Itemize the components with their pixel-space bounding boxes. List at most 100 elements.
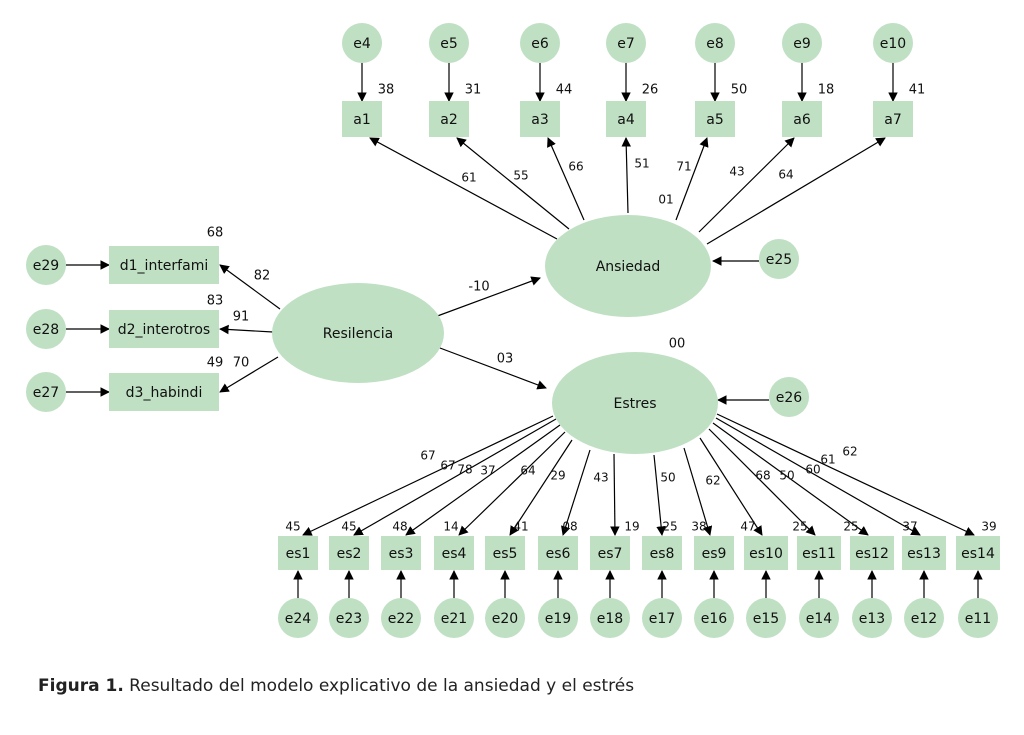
path-ansiedad-a4	[621, 137, 632, 214]
error-e22	[381, 598, 421, 638]
item-a5	[695, 101, 735, 137]
r2-d1_interfami: 68	[207, 226, 224, 241]
loading-d1_interfami: 82	[254, 269, 271, 284]
error-e19	[538, 598, 578, 638]
error-e9	[782, 23, 822, 63]
item-es4	[434, 536, 474, 570]
loading-es14: 62	[842, 445, 857, 459]
loading-d3_habindi: 70	[233, 356, 250, 371]
item-es5	[485, 536, 525, 570]
item-es2	[329, 536, 369, 570]
r2-a5: 50	[731, 83, 748, 98]
path-resilencia-d3_habindi	[219, 356, 279, 393]
error-e14	[799, 598, 839, 638]
item-es6-label: es6	[546, 546, 571, 562]
path-resilencia-ansiedad	[431, 276, 541, 319]
item-es13	[902, 536, 946, 570]
r2-a4: 26	[642, 83, 659, 98]
r2-es5: 41	[513, 520, 528, 534]
error-e15	[746, 598, 786, 638]
indicator-d2_interotros-label: d2_interotros	[118, 322, 210, 338]
path-estres-es5	[509, 439, 573, 536]
loading-es7: 43	[593, 471, 608, 485]
loading-a3: 66	[568, 160, 583, 174]
error-e10-label: e10	[880, 36, 906, 52]
loading-a2: 55	[513, 169, 528, 183]
error-e21	[434, 598, 474, 638]
error-e16-label: e16	[701, 611, 728, 627]
r2-es6: 08	[562, 520, 577, 534]
latent-estres-label: Estres	[614, 396, 657, 412]
r2-es9: 38	[691, 520, 706, 534]
loading-es11: 50	[779, 469, 794, 483]
error-e14-label: e14	[806, 611, 833, 627]
error-e4	[342, 23, 382, 63]
latent-resilencia-label: Resilencia	[323, 326, 393, 342]
indicator-d3_habindi	[109, 373, 219, 411]
item-a6	[782, 101, 822, 137]
error-e20	[485, 598, 525, 638]
error-e21-label: e21	[441, 611, 467, 627]
loading-es9: 62	[705, 474, 720, 488]
path-estres-es8	[653, 454, 666, 536]
error-e28-label: e28	[33, 322, 59, 338]
item-a4	[606, 101, 646, 137]
error-e7	[606, 23, 646, 63]
path-ansiedad-a5	[675, 137, 709, 221]
path-label-resilencia-ansiedad: -10	[468, 280, 489, 295]
item-a2	[429, 101, 469, 137]
error-e10	[873, 23, 913, 63]
r2-a1: 38	[378, 83, 395, 98]
error-e12	[904, 598, 944, 638]
error-e13	[852, 598, 892, 638]
loading-es10: 68	[755, 469, 770, 483]
path-label-resilencia-estres: 03	[497, 352, 514, 367]
loading-es4: 37	[480, 464, 495, 478]
r2-a6: 18	[818, 83, 835, 98]
item-es8	[642, 536, 682, 570]
path-estres-es6	[561, 449, 591, 536]
latent-resilencia	[272, 283, 444, 383]
item-es3	[381, 536, 421, 570]
item-a7-label: a7	[884, 112, 902, 128]
item-es9	[694, 536, 734, 570]
path-ansiedad-a7	[706, 137, 886, 245]
item-es7	[590, 536, 630, 570]
r2-es12: 25	[843, 520, 858, 534]
error-e24	[278, 598, 318, 638]
r2-es13: 37	[902, 520, 917, 534]
error-e8	[695, 23, 735, 63]
path-estres-es2	[353, 418, 557, 536]
item-a1	[342, 101, 382, 137]
loading-es3: 78	[457, 463, 472, 477]
error-e6-label: e6	[531, 36, 549, 52]
path-estres-es14	[716, 413, 975, 536]
r2-es7: 19	[624, 520, 639, 534]
item-es11	[797, 536, 841, 570]
item-es9-label: es9	[702, 546, 727, 562]
error-e20-label: e20	[492, 611, 518, 627]
path-estres-es11	[708, 428, 816, 536]
loading-es1: 67	[420, 449, 435, 463]
error-e19-label: e19	[545, 611, 571, 627]
error-e6	[520, 23, 560, 63]
item-es5-label: es5	[493, 546, 518, 562]
path-estres-es3	[405, 424, 561, 536]
item-es12-label: es12	[855, 546, 889, 562]
error-e29	[26, 245, 66, 285]
r2-a7: 41	[909, 83, 926, 98]
error-e27-label: e27	[33, 385, 59, 401]
path-estres-es4	[458, 431, 566, 536]
loading-es5: 64	[520, 464, 535, 478]
path-ansiedad-a6	[698, 137, 795, 233]
item-a4-label: a4	[617, 112, 635, 128]
r2-d3_habindi: 49	[207, 356, 224, 371]
r2-a3: 44	[556, 83, 573, 98]
error-e23	[329, 598, 369, 638]
item-a2-label: a2	[440, 112, 458, 128]
error-e26	[769, 377, 809, 417]
error-e18	[590, 598, 630, 638]
item-es1-label: es1	[286, 546, 311, 562]
caption-text: Resultado del modelo explicativo de la a…	[123, 676, 635, 696]
